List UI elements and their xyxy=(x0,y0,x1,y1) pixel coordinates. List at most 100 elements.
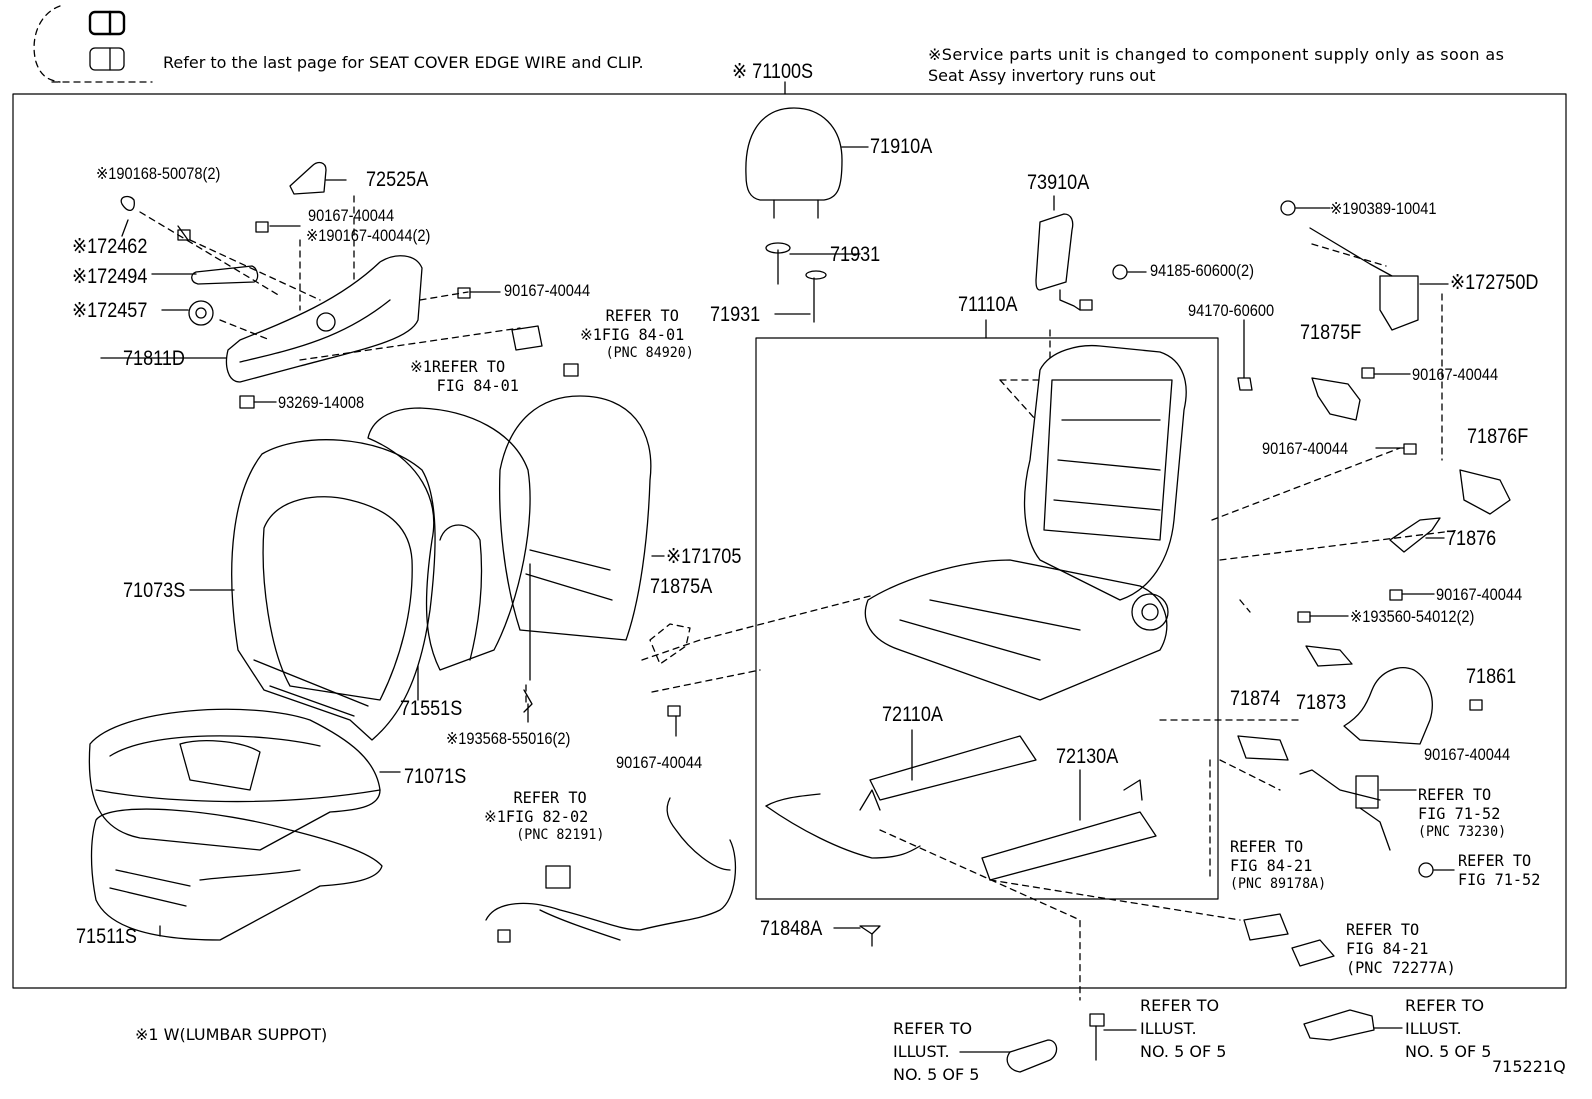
seatback-cover xyxy=(189,439,436,741)
part-screw-190167: ※190167-40044(2) xyxy=(306,226,431,245)
service-note-line1: ※Service parts unit is changed to compon… xyxy=(928,45,1505,64)
part-adjuster-72130A: 72130A xyxy=(1056,745,1119,768)
ref-line: (PNC 72277A) xyxy=(1346,958,1456,977)
ref-fig-84-01-b: ※1REFER TO FIG 84-01 xyxy=(410,357,519,395)
legend-icons xyxy=(33,5,153,83)
part-shield-71811D: 71811D xyxy=(123,347,185,370)
part-cover-71876: 71876 xyxy=(1446,527,1497,550)
part-bolt-190389: ※190389-10041 xyxy=(1330,199,1437,218)
part-airbag-73910A: 73910A xyxy=(1027,171,1090,194)
ref-line: (PNC 73230) xyxy=(1418,824,1507,840)
seat-shield xyxy=(100,161,579,409)
part-nut-94170: 94170-60600 xyxy=(1188,301,1275,320)
ref-line: REFER TO xyxy=(1346,920,1420,939)
illust-line: NO. 5 OF 5 xyxy=(893,1065,980,1084)
part-support-71931-a: 71931 xyxy=(830,243,881,266)
wire-harness xyxy=(485,797,737,943)
illust-line: NO. 5 OF 5 xyxy=(1405,1042,1492,1061)
part-bracket-71873: 71873 xyxy=(1296,691,1347,714)
ref-line: REFER TO xyxy=(1418,785,1492,804)
ref-fig-84-21-b: REFER TO FIG 84-21 (PNC 72277A) xyxy=(1346,920,1456,977)
part-screw-90167-a: 90167-40044 xyxy=(308,206,395,225)
ref-line: REFER TO xyxy=(513,788,587,807)
illust-ref-2: REFER TO ILLUST. NO. 5 OF 5 xyxy=(1140,994,1226,1063)
service-note-line2: Seat Assy invertory runs out xyxy=(928,66,1156,85)
part-cover-71875F: 71875F xyxy=(1300,321,1362,344)
ref-line: FIG 84-01 xyxy=(436,376,519,395)
part-clip-193568: ※193568-55016(2) xyxy=(446,729,571,748)
seat-frame xyxy=(864,329,1187,701)
seatback-pad xyxy=(367,407,531,701)
part-back-pad-71551S: 71551S xyxy=(400,697,463,720)
illust-line: REFER TO xyxy=(1140,996,1220,1015)
part-knob-172457: ※172457 xyxy=(72,299,148,322)
ref-line: FIG 71-52 xyxy=(1458,870,1541,889)
ref-fig-82-02: REFER TO ※1FIG 82-02 (PNC 82191) xyxy=(484,788,604,845)
ref-fig-71-52-b: REFER TO FIG 71-52 xyxy=(1458,851,1540,889)
part-support-71931-b: 71931 xyxy=(710,303,761,326)
part-lumbar-171705: ※171705 xyxy=(666,545,742,568)
part-cushion-cover-71071S: 71071S xyxy=(404,765,467,788)
ref-line: FIG 84-21 xyxy=(1230,856,1313,875)
figure-id: 715221Q xyxy=(1492,1057,1566,1076)
part-adjuster-72110A: 72110A xyxy=(882,703,943,726)
part-bolt-190168: ※190168-50078(2) xyxy=(96,164,221,183)
lumbar-footnote: ※1 W(LUMBAR SUPPOT) xyxy=(135,1025,328,1044)
cushion-cover xyxy=(88,708,401,851)
guide-lines xyxy=(525,595,1403,1073)
frame-box xyxy=(755,337,1219,900)
illust-line: REFER TO xyxy=(1405,996,1485,1015)
part-screw-93269: 93269-14008 xyxy=(278,393,365,412)
cushion-pad xyxy=(90,808,383,941)
part-pad-72525A: 72525A xyxy=(366,168,429,191)
ref-line: (PNC 84920) xyxy=(605,345,694,361)
part-screw-90167-e: 90167-40044 xyxy=(1436,585,1523,604)
illust-line: REFER TO xyxy=(893,1019,973,1038)
part-frame-71110A: 71110A xyxy=(958,293,1018,316)
part-nut-94185: 94185-60600(2) xyxy=(1150,261,1255,280)
part-bracket-71874: 71874 xyxy=(1230,687,1281,710)
ref-line: REFER TO xyxy=(1458,851,1532,870)
part-screw-90167-d: 90167-40044 xyxy=(1262,439,1349,458)
diagram-border xyxy=(12,93,1567,989)
illust-ref-1: REFER TO ILLUST. NO. 5 OF 5 xyxy=(893,1017,979,1086)
part-cover-71876F: 71876F xyxy=(1467,425,1529,448)
seat-adjusters xyxy=(765,729,1241,1001)
ref-line: ※1FIG 82-02 xyxy=(484,807,589,826)
illust-line: ILLUST. xyxy=(893,1042,950,1061)
part-screw-90167-c: 90167-40044 xyxy=(1412,365,1499,384)
illust-line: NO. 5 OF 5 xyxy=(1140,1042,1227,1061)
ref-line: REFER TO xyxy=(1230,837,1304,856)
part-seat-assy: ※ 71100S xyxy=(732,60,814,83)
ref-line: FIG 71-52 xyxy=(1418,804,1501,823)
ref-line: (PNC 89178A) xyxy=(1230,876,1327,892)
part-cushion-pad-71511S: 71511S xyxy=(76,925,137,948)
right-side-parts xyxy=(1159,200,1511,967)
illust-ref-3: REFER TO ILLUST. NO. 5 OF 5 xyxy=(1405,994,1491,1063)
part-knob-172494: ※172494 xyxy=(72,265,148,288)
part-back-cover-71073S: 71073S xyxy=(123,579,186,602)
part-headrest: 71910A xyxy=(870,135,933,158)
lumbar-support xyxy=(499,395,665,723)
ref-line: ※1REFER TO xyxy=(410,357,506,376)
part-bolt-193560: ※193560-54012(2) xyxy=(1350,607,1475,626)
part-cap-71848A: 71848A xyxy=(760,917,823,940)
ref-fig-84-01-a: REFER TO ※1FIG 84-01 (PNC 84920) xyxy=(580,306,694,363)
ref-fig-71-52-a: REFER TO FIG 71-52 (PNC 73230) xyxy=(1418,785,1506,842)
side-airbag xyxy=(1035,195,1253,391)
part-screw-90167-f: 90167-40044 xyxy=(1424,745,1511,764)
illust-line: ILLUST. xyxy=(1140,1019,1197,1038)
ref-fig-84-21-a: REFER TO FIG 84-21 (PNC 89178A) xyxy=(1230,837,1326,894)
part-screw-90167-b: 90167-40044 xyxy=(504,281,591,300)
part-cap-172462: ※172462 xyxy=(72,235,148,258)
ref-line: ※1FIG 84-01 xyxy=(580,325,685,344)
part-screw-90167-g: 90167-40044 xyxy=(616,753,703,772)
cover-note: Refer to the last page for SEAT COVER ED… xyxy=(163,53,644,72)
ref-line: FIG 84-21 xyxy=(1346,939,1429,958)
part-cover-71875A: 71875A xyxy=(650,575,713,598)
part-switch-172750D: ※172750D xyxy=(1450,271,1539,294)
illust-line: ILLUST. xyxy=(1405,1019,1462,1038)
headrest xyxy=(745,107,869,323)
ref-line: REFER TO xyxy=(605,306,679,325)
